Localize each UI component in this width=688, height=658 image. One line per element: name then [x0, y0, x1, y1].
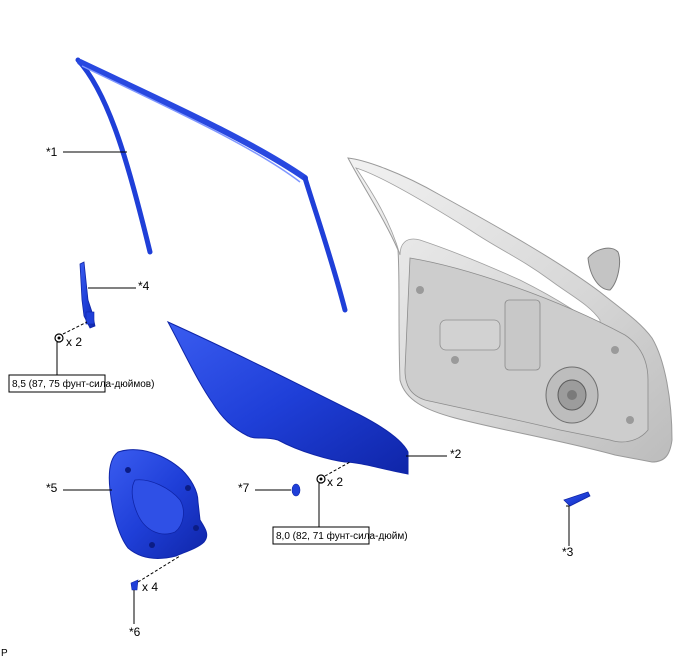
callout-label-3: *3 — [562, 545, 574, 559]
torque-text-1: 8,5 (87, 75 фунт-сила-дюймов) — [12, 378, 154, 390]
callout-label-5: *5 — [46, 481, 58, 495]
door-inner-panel — [347, 157, 673, 463]
callout-label-7: *7 — [238, 481, 250, 495]
torque-text-2: 8,0 (82, 71 фунт-сила-дюйм) — [276, 530, 408, 542]
bolt-icon-center — [316, 474, 326, 484]
callout-label-1: *1 — [46, 145, 58, 159]
glass-run-channel — [75, 57, 348, 313]
assembly-line-bolt-center — [324, 461, 351, 477]
bolt-icon-left — [54, 333, 64, 343]
torque-box-1 — [8, 374, 106, 393]
door-glass — [166, 320, 409, 475]
cap-part — [291, 483, 301, 497]
callout-label-6: *6 — [129, 625, 141, 639]
torque-box-2 — [272, 526, 370, 545]
figure-code: P — [1, 648, 8, 658]
window-regulator-panel — [108, 449, 208, 559]
quantity-bolt-center: x 2 — [327, 475, 343, 489]
assembly-line-bolt-left — [62, 321, 88, 335]
leader-line-3 — [566, 505, 570, 546]
rear-channel-bracket — [79, 261, 96, 329]
callout-label-2: *2 — [450, 447, 462, 461]
front-lower-bracket — [563, 491, 591, 507]
quantity-bolt-left: x 2 — [66, 335, 82, 349]
assembly-line-clip — [137, 555, 181, 583]
callout-label-4: *4 — [138, 279, 150, 293]
quantity-clip: x 4 — [142, 580, 158, 594]
clip-part — [130, 579, 139, 591]
